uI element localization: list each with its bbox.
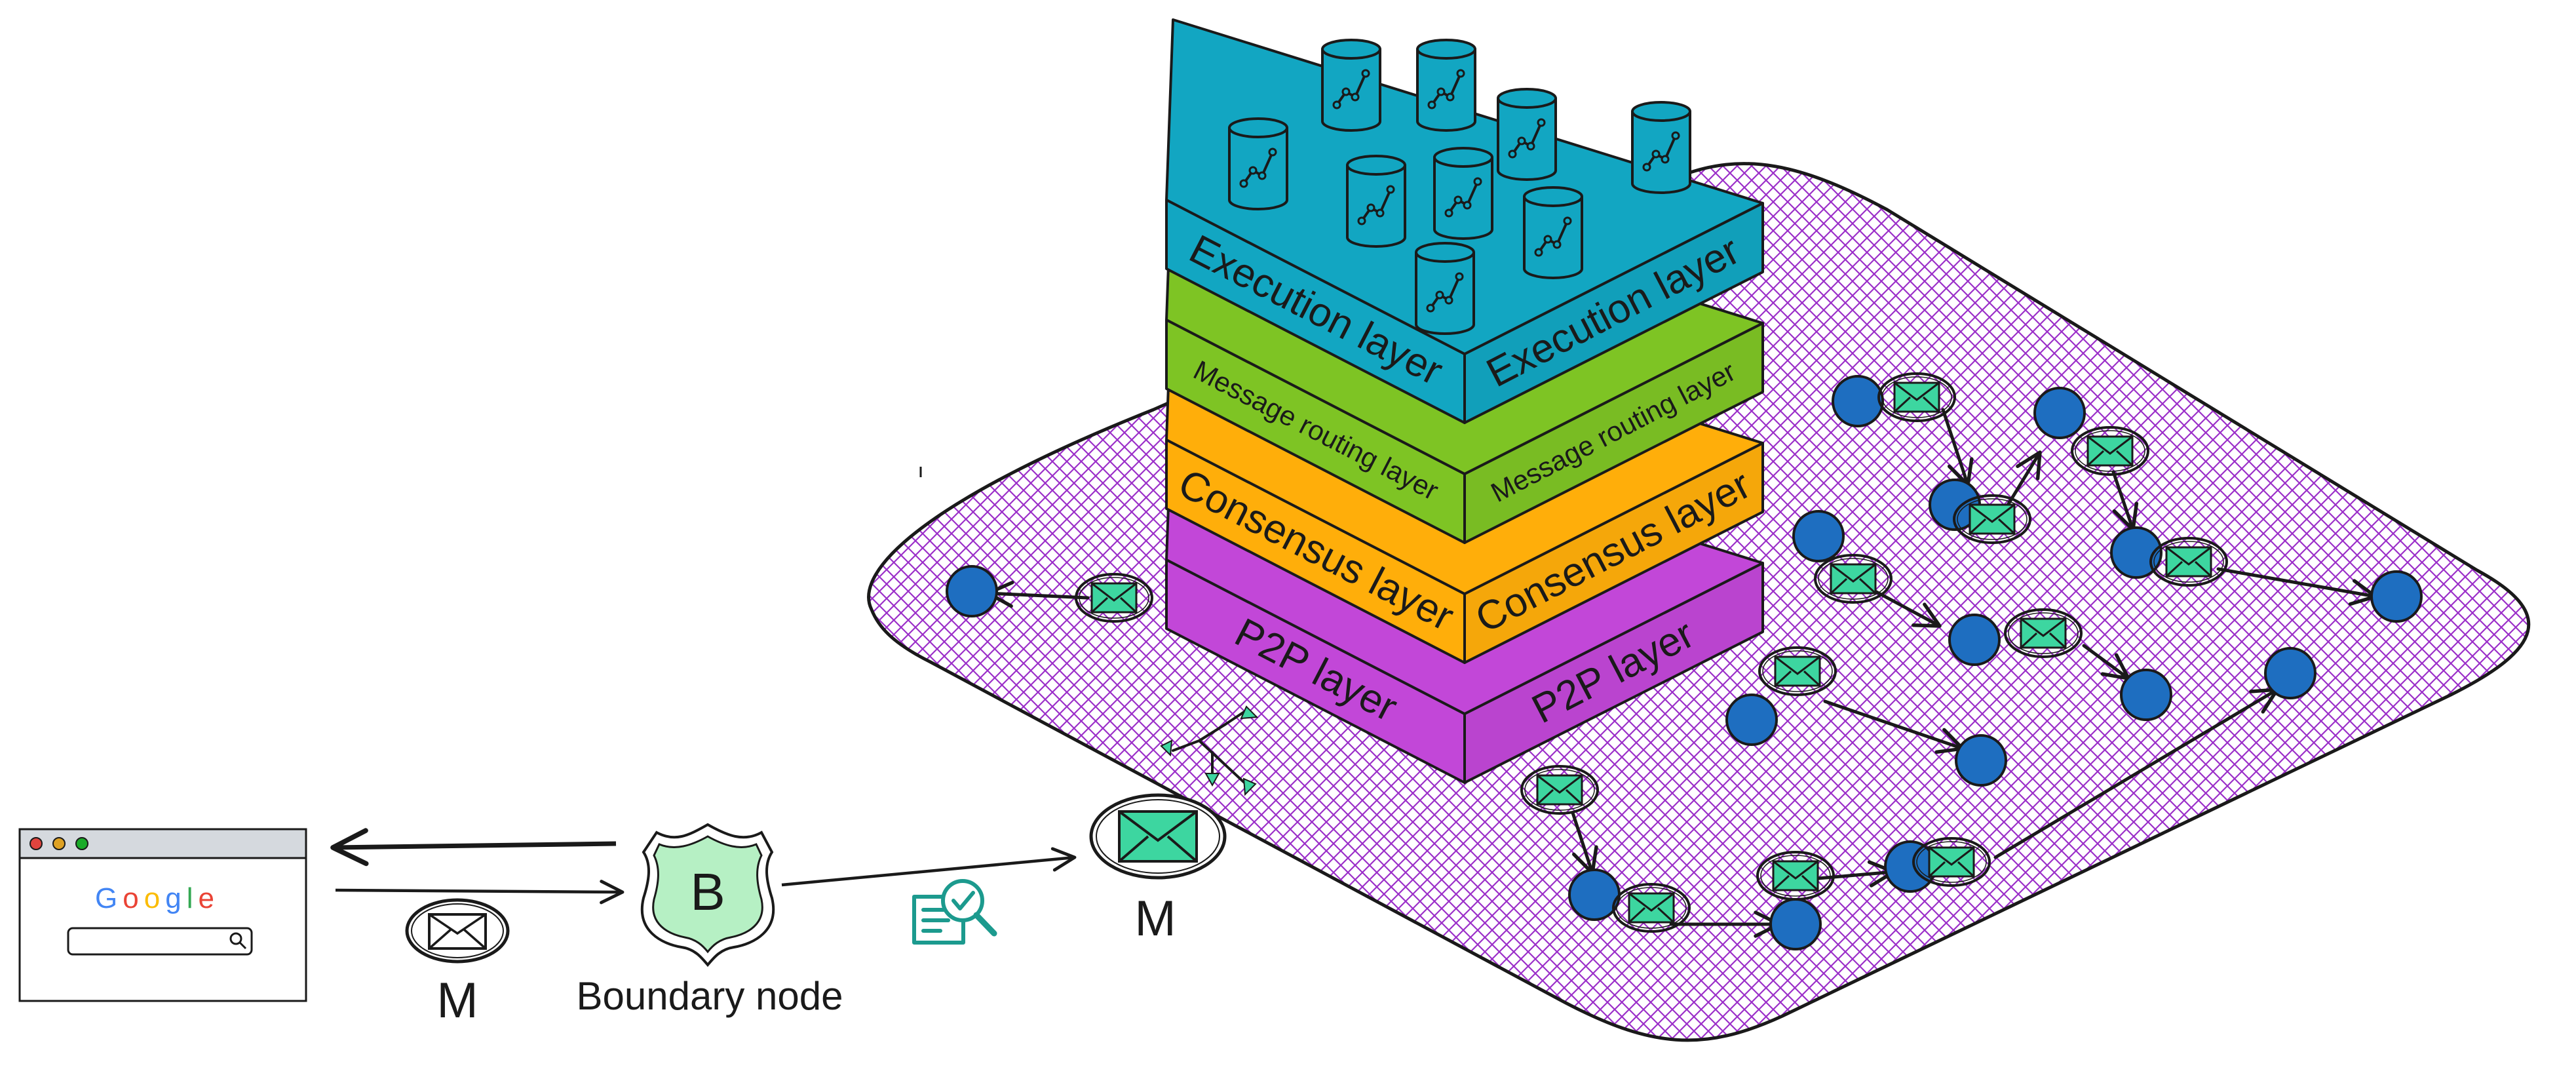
message-label-left: M: [436, 973, 478, 1028]
network-arrows: [986, 408, 2377, 938]
flow-arrow: [2082, 644, 2130, 680]
network-node-icon: [946, 565, 998, 617]
envelope-icon: [2071, 426, 2149, 476]
search-icon: [229, 932, 247, 950]
envelope-icon: [1877, 372, 1956, 422]
database-icon: [1228, 117, 1288, 210]
network-node-icon: [2110, 526, 2163, 579]
network-node-icon: [2370, 570, 2423, 623]
network-node-icon: [1568, 869, 1621, 921]
database-icon: [1416, 39, 1476, 132]
response-arrow: [330, 828, 617, 867]
flow-arrow: [1823, 699, 1965, 754]
database-icon: [1346, 155, 1406, 248]
envelope-icon: [1520, 765, 1599, 815]
flow-arrow: [1941, 408, 1974, 487]
network-envelopes: [1075, 372, 2228, 933]
envelope-icon: [1075, 573, 1153, 623]
flow-arrow: [986, 580, 1090, 608]
network-node-icon: [1769, 898, 1822, 950]
broadcast-arrows-icon: [1160, 705, 1259, 796]
boundary-node[interactable]: B: [641, 823, 775, 968]
database-icon: [1321, 39, 1381, 132]
document-check-icon: [912, 879, 997, 945]
network-node-icon: [1725, 694, 1778, 746]
flow-arrow: [2216, 567, 2377, 606]
network-node-icon: [1832, 375, 1884, 427]
google-logo-letter: o: [123, 882, 144, 914]
google-logo: Google: [95, 882, 220, 914]
network-node-icon: [2033, 387, 2086, 439]
network-nodes: [946, 375, 2423, 950]
database-icon: [1631, 101, 1691, 194]
envelope-icon: [1953, 494, 2031, 544]
network-node-icon: [2120, 669, 2172, 721]
database-icon: [1433, 147, 1493, 240]
browser-titlebar: [18, 828, 307, 859]
flow-arrow: [1571, 811, 1598, 875]
database-icon: [1415, 242, 1475, 335]
boundary-node-letter: B: [690, 863, 725, 921]
envelope-icon: [2004, 608, 2083, 658]
forward-arrow: [781, 847, 1077, 887]
network-node-icon: [1948, 614, 2001, 666]
envelope-icon: [1756, 851, 1835, 901]
envelope-icon-right: [1089, 793, 1227, 880]
request-arrow: [335, 880, 625, 905]
google-logo-letter: l: [187, 882, 199, 914]
execution-databases: [1228, 39, 1691, 335]
network-node-icon: [1884, 840, 1936, 893]
network-node-icon: [2264, 647, 2316, 699]
envelope-icon-left: [405, 898, 510, 964]
envelope-icon: [1758, 646, 1837, 696]
flow-arrow: [2111, 470, 2139, 532]
browser-minimize-dot: [52, 837, 66, 850]
network-node-icon: [1955, 734, 2007, 787]
envelope-icon: [1612, 883, 1691, 933]
flow-arrow: [1993, 688, 2279, 859]
boundary-node-label: Boundary node: [577, 974, 843, 1018]
google-logo-letter: o: [144, 882, 165, 914]
browser-close-dot: [29, 837, 43, 850]
database-icon: [1497, 88, 1557, 181]
google-logo-letter: g: [165, 882, 186, 914]
database-icon: [1523, 186, 1583, 279]
google-logo-letter: G: [95, 882, 123, 914]
envelope-icon: [1814, 554, 1893, 604]
message-label-right: M: [1134, 891, 1176, 947]
flow-arrow: [1817, 860, 1896, 888]
browser-window-icon[interactable]: Google: [18, 828, 307, 1002]
search-box[interactable]: [67, 927, 253, 956]
browser-maximize-dot: [75, 837, 88, 850]
envelope-icon: [1912, 837, 1991, 887]
google-logo-letter: e: [198, 882, 219, 914]
envelope-icon: [2149, 537, 2228, 587]
network-node-icon: [1792, 510, 1845, 562]
